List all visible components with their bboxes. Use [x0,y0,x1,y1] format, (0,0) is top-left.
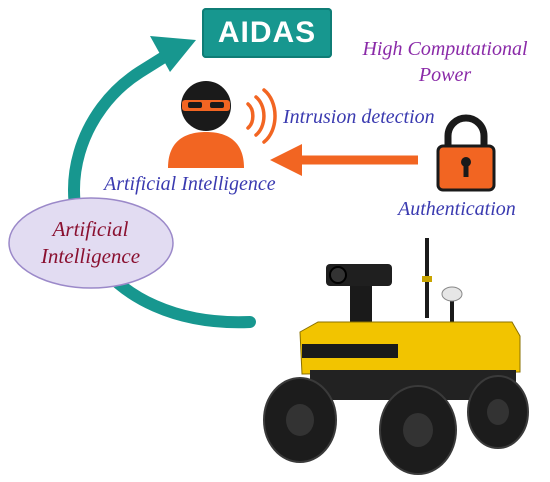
ai-ellipse [8,197,174,289]
robot-vehicle-icon [263,238,529,475]
aidas-label: AIDAS [217,16,317,49]
intrusion-detection-label: Intrusion detection [283,106,435,128]
signal-waves-icon [246,88,277,144]
ellipse-ai-label: Artificial Intelligence [40,217,141,268]
high-computational-power-label: High Computational Power [362,38,528,86]
padlock-icon [436,114,496,192]
artificial-intelligence-label: Artificial Intelligence [104,173,276,195]
cycle-arrow-head [150,36,196,72]
authentication-label: Authentication [398,198,516,220]
aidas-box: AIDAS [202,8,332,58]
hacker-icon [168,81,244,168]
auth-arrow [270,144,418,176]
